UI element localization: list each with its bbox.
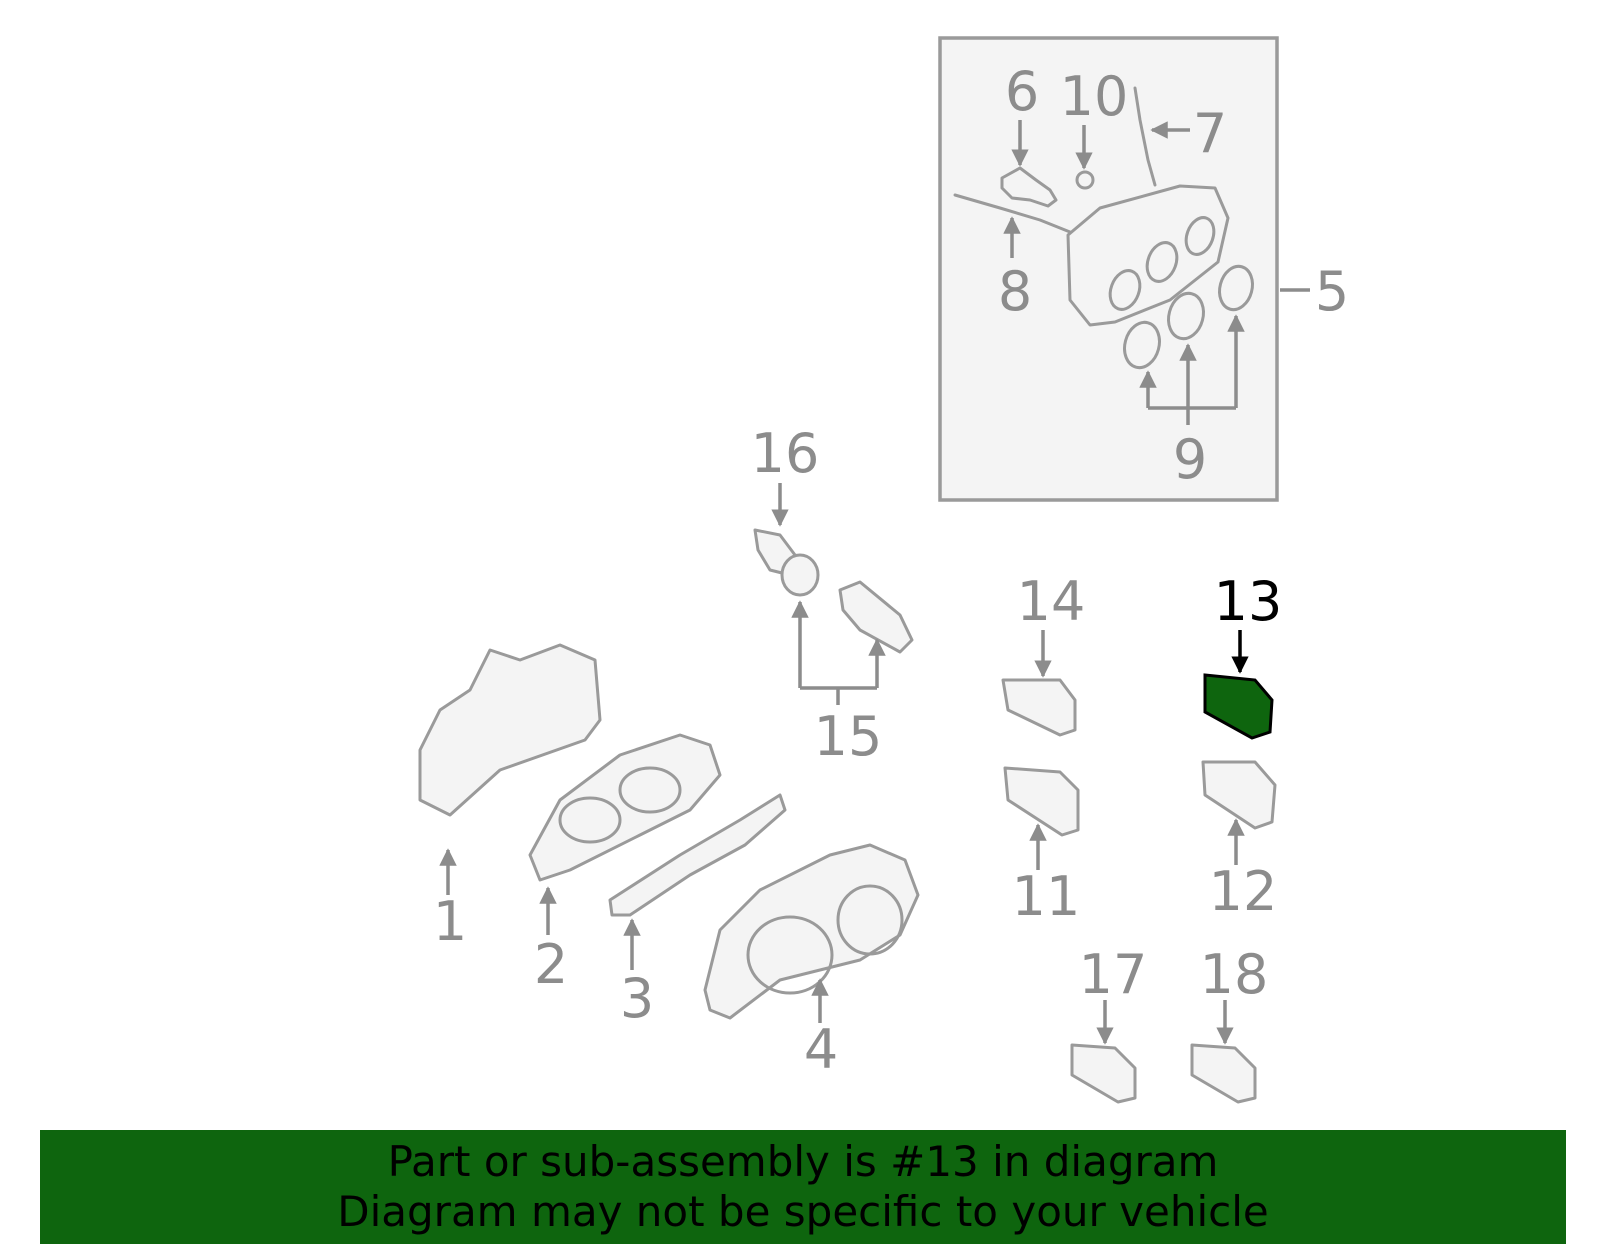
switch-part-17 [1070, 1043, 1137, 1104]
callout-10: 10 [1060, 65, 1129, 128]
switch-part-14 [1001, 678, 1077, 737]
callout-13: 13 [1214, 570, 1283, 633]
cable-part-7 [1133, 86, 1157, 187]
callout-14: 14 [1017, 570, 1086, 633]
climate-control-inset [938, 36, 1310, 502]
banner-line-2: Diagram may not be specific to your vehi… [337, 1187, 1269, 1236]
clip-part-10 [1075, 170, 1095, 190]
lens-part-3 [608, 793, 787, 917]
callout-2: 2 [534, 933, 568, 996]
callout-11: 11 [1012, 865, 1081, 928]
switch-part-11 [1003, 766, 1080, 837]
callout-8: 8 [998, 260, 1032, 323]
callout-18: 18 [1200, 943, 1269, 1006]
switch-part-12 [1201, 760, 1277, 830]
switch-part-6 [1000, 166, 1058, 208]
callout-5: 5 [1315, 260, 1349, 323]
callout-15: 15 [814, 705, 883, 768]
callout-3: 3 [620, 967, 654, 1030]
callout-1: 1 [433, 890, 467, 953]
banner-line-1: Part or sub-assembly is #13 in diagram [387, 1137, 1219, 1186]
callout-17: 17 [1079, 943, 1148, 1006]
highlighted-switch-part-13 [1203, 673, 1274, 740]
callout-9: 9 [1173, 428, 1207, 491]
knob-part [1167, 291, 1205, 341]
cluster-part-1 [418, 643, 602, 817]
info-banner: Part or sub-assembly is #13 in diagram D… [40, 1130, 1566, 1244]
switch-part-18 [1190, 1043, 1257, 1104]
callout-4: 4 [804, 1018, 838, 1081]
knob-part [1218, 264, 1254, 312]
callout-7: 7 [1193, 102, 1227, 165]
callout-6: 6 [1005, 60, 1039, 123]
bulb-part-15 [838, 580, 914, 654]
callout-16: 16 [751, 422, 820, 485]
knob-part [1123, 320, 1161, 370]
cable-part-8 [953, 193, 1072, 234]
cluster-part-2 [528, 733, 722, 882]
callout-12: 12 [1209, 860, 1278, 923]
bezel-part-4 [703, 843, 920, 1020]
